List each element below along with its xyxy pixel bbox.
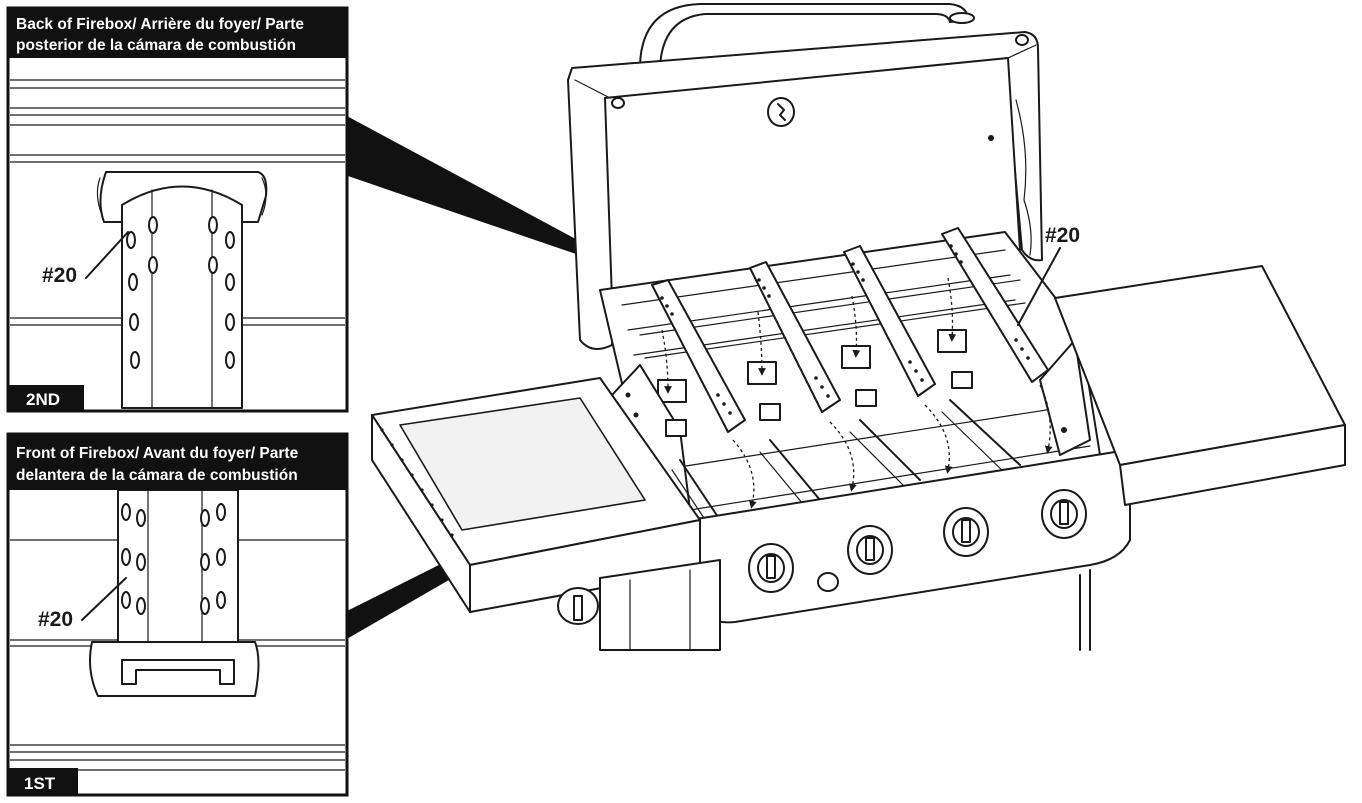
inset-back-header-line1: Back of Firebox/ Arrière du foyer/ Parte	[16, 16, 304, 33]
inset-back-step-badge	[8, 385, 84, 411]
grill-lid	[567, 31, 1043, 350]
inset-front-header-line2: delantera de la cámara de combustión	[16, 467, 298, 484]
igniter-button	[817, 572, 839, 592]
inset-front-header-line1: Front of Firebox/ Avant du foyer/ Parte	[16, 445, 299, 462]
inset-front-of-firebox: Front of Firebox/ Avant du foyer/ Parte …	[6, 432, 349, 797]
inset-back-header-line2: posterior de la cámara de combustión	[16, 37, 296, 54]
inset-back-of-firebox: Back of Firebox/ Arrière du foyer/ Parte…	[6, 6, 349, 413]
main-part-label: #20	[1045, 224, 1080, 247]
installation-arrows	[661, 277, 1053, 509]
control-knobs	[748, 489, 1087, 593]
inset-front-header	[8, 434, 347, 490]
inset-back-part-label: #20	[42, 264, 77, 287]
inset-back-header	[8, 8, 347, 58]
inset-front-step-badge	[8, 768, 78, 795]
thermometer-icon	[767, 97, 795, 127]
inset-back-step-label: 2ND	[26, 390, 60, 409]
inset-back-burner-tube	[121, 185, 243, 409]
inset-front-part-label: #20	[38, 608, 73, 631]
inset-front-step-label: 1ST	[24, 774, 56, 793]
grill-illustration	[371, 3, 1346, 651]
burner-tubes	[651, 227, 1049, 433]
